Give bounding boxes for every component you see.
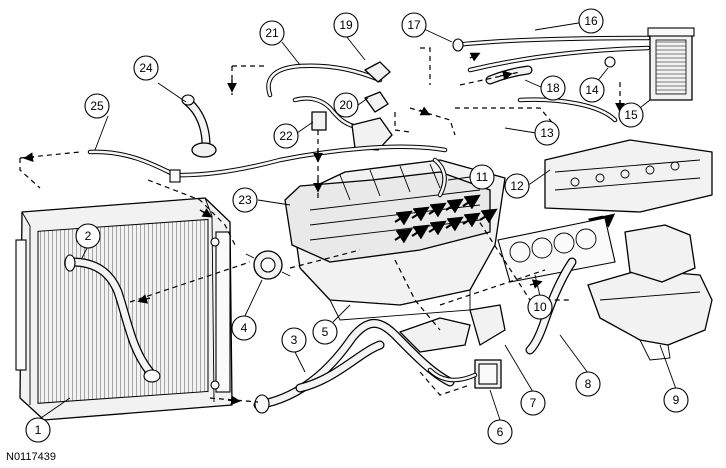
heater-core	[647, 27, 695, 101]
upper-hose	[181, 94, 217, 158]
callout-5: 5	[312, 319, 338, 345]
svg-text:19: 19	[339, 18, 353, 32]
figure-id: N0117439	[6, 451, 56, 463]
bypass-tube-assembly	[266, 61, 393, 151]
svg-text:3: 3	[291, 333, 298, 347]
callout-15: 15	[618, 102, 644, 128]
callout-1: 1	[25, 417, 51, 443]
water-pump	[245, 250, 291, 280]
svg-text:17: 17	[407, 18, 421, 32]
heater-hose-lower	[525, 257, 577, 355]
svg-text:10: 10	[533, 300, 547, 314]
svg-text:25: 25	[90, 99, 104, 113]
callout-4: 4	[231, 315, 257, 341]
degas-bottle	[587, 224, 713, 361]
callout-11: 11	[469, 164, 495, 190]
lower-radiator-hose	[253, 318, 455, 414]
callout-25: 25	[84, 93, 110, 119]
svg-text:5: 5	[322, 325, 329, 339]
svg-text:16: 16	[584, 14, 598, 28]
callout-6: 6	[487, 419, 513, 445]
svg-text:18: 18	[546, 81, 560, 95]
callout-21: 21	[259, 20, 285, 46]
svg-text:12: 12	[510, 179, 524, 193]
callout-7: 7	[520, 390, 546, 416]
callout-23: 23	[232, 187, 258, 213]
callout-12: 12	[504, 173, 530, 199]
callout-19: 19	[333, 12, 359, 38]
svg-text:22: 22	[279, 129, 293, 143]
callout-22: 22	[273, 123, 299, 149]
svg-text:24: 24	[139, 61, 153, 75]
head-gasket	[497, 217, 616, 283]
bleed-tube	[87, 144, 448, 183]
svg-text:21: 21	[265, 26, 279, 40]
heater-tubes	[452, 35, 651, 123]
svg-text:8: 8	[585, 377, 592, 391]
svg-text:23: 23	[238, 193, 252, 207]
callout-20: 20	[333, 92, 359, 118]
callout-17: 17	[401, 12, 427, 38]
callouts: 1 2 3 4 5 6 7 8 9 10 11 12 13 14 15 16 1…	[25, 8, 689, 445]
callout-24: 24	[133, 55, 159, 81]
callout-13: 13	[534, 120, 560, 146]
svg-text:14: 14	[585, 83, 599, 97]
oil-cooler	[427, 359, 502, 389]
coolant-tube	[432, 157, 447, 198]
svg-text:2: 2	[85, 229, 92, 243]
svg-text:4: 4	[241, 321, 248, 335]
callout-16: 16	[578, 8, 604, 34]
upper-radiator-hose	[64, 254, 161, 383]
svg-text:20: 20	[339, 98, 353, 112]
svg-text:13: 13	[540, 126, 554, 140]
svg-text:6: 6	[497, 425, 504, 439]
thermostat-housing	[399, 304, 506, 353]
callout-10: 10	[527, 294, 553, 320]
callout-2: 2	[75, 223, 101, 249]
svg-text:15: 15	[624, 108, 638, 122]
callout-18: 18	[540, 75, 566, 101]
callout-9: 9	[663, 387, 689, 413]
coolant-flow-arrows	[394, 194, 498, 244]
callout-8: 8	[575, 371, 601, 397]
cylinder-head	[544, 139, 713, 230]
svg-text:7: 7	[530, 396, 537, 410]
callout-14: 14	[579, 77, 605, 103]
flow-direction-markers	[23, 52, 625, 406]
svg-text:1: 1	[35, 423, 42, 437]
callout-3: 3	[281, 327, 307, 353]
svg-text:9: 9	[673, 393, 680, 407]
svg-text:11: 11	[476, 170, 489, 184]
